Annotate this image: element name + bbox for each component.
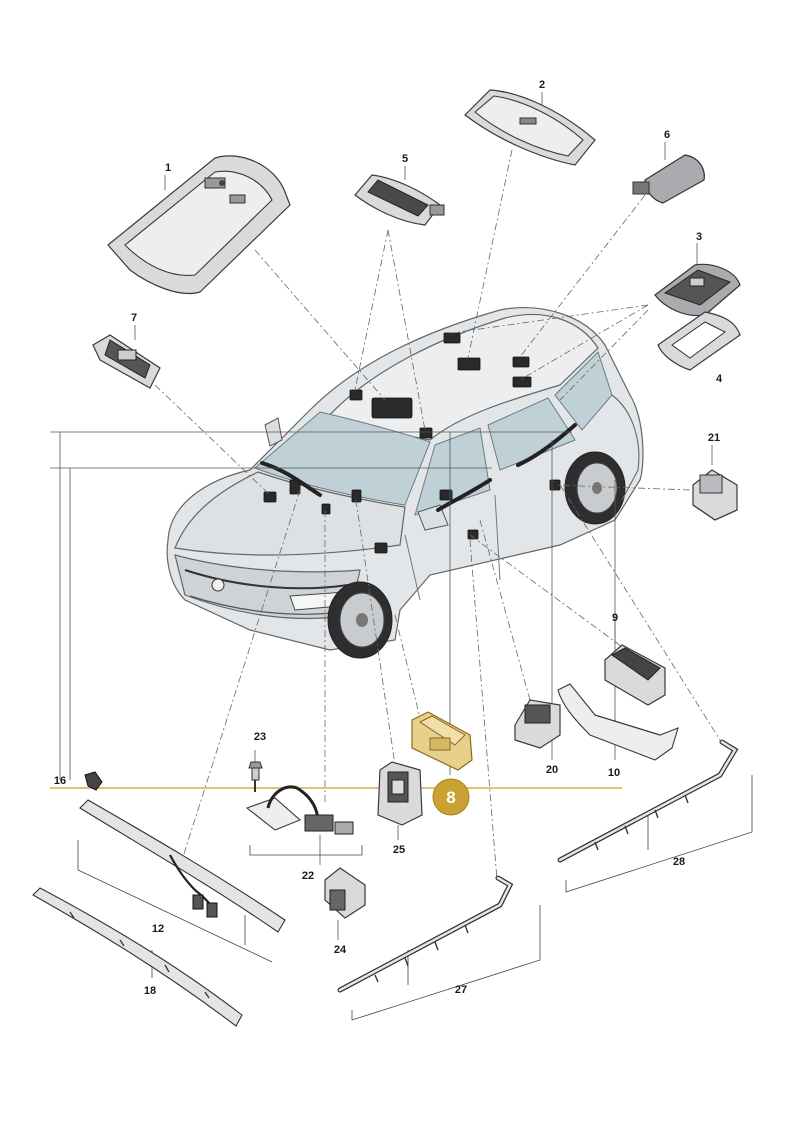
callout-18: 18 <box>144 985 156 997</box>
part-21-switch <box>692 469 738 521</box>
part-16-clip <box>84 771 103 791</box>
callout-28: 28 <box>673 856 685 868</box>
callout-4: 4 <box>716 373 723 385</box>
callout-labels: 1 2 3 4 5 6 7 9 10 12 16 18 20 21 22 23 … <box>54 79 723 997</box>
callout-22: 22 <box>302 870 314 882</box>
part-28-light-guide <box>557 739 739 863</box>
callout-23: 23 <box>254 731 266 743</box>
callout-21: 21 <box>708 432 720 444</box>
part-23-screw <box>248 761 263 792</box>
callout-12: 12 <box>152 923 164 935</box>
part-1-overhead-console <box>107 155 291 294</box>
callout-10: 10 <box>608 767 620 779</box>
highlight-badge <box>432 778 470 816</box>
callout-25: 25 <box>393 844 405 856</box>
leader-lines <box>50 92 721 940</box>
part-12-ambient-strip <box>79 799 286 933</box>
callout-2: 2 <box>539 79 545 91</box>
part-3-switch-module <box>654 263 741 317</box>
car-illustration <box>166 307 644 659</box>
callout-1: 1 <box>165 162 171 174</box>
callout-24: 24 <box>334 944 347 956</box>
part-4-frame <box>657 311 741 371</box>
part-5-lamp <box>354 174 445 226</box>
part-10-holder <box>557 683 679 761</box>
callout-20: 20 <box>546 764 558 776</box>
callout-5: 5 <box>402 153 408 165</box>
part-7-sensor <box>92 334 161 389</box>
callout-9: 9 <box>612 612 618 624</box>
callout-8: 8 <box>446 788 455 807</box>
callout-27: 27 <box>455 984 467 996</box>
callout-6: 6 <box>664 129 670 141</box>
part-9-lamp <box>604 644 666 706</box>
part-8-highlighted-module <box>411 711 473 771</box>
part-22-wiring-bracket <box>245 785 354 835</box>
part-6-sensor <box>632 154 705 204</box>
group-brackets <box>77 775 753 1021</box>
part-18-trim-strip <box>32 887 243 1027</box>
callout-7: 7 <box>131 312 137 324</box>
callout-16: 16 <box>54 775 66 787</box>
callout-3: 3 <box>696 231 702 243</box>
part-2-roof-module <box>464 89 596 166</box>
part-27-light-guide <box>337 875 514 993</box>
part-25-holder <box>377 761 423 826</box>
part-24-connector <box>324 867 366 919</box>
part-20-switch <box>514 699 561 749</box>
